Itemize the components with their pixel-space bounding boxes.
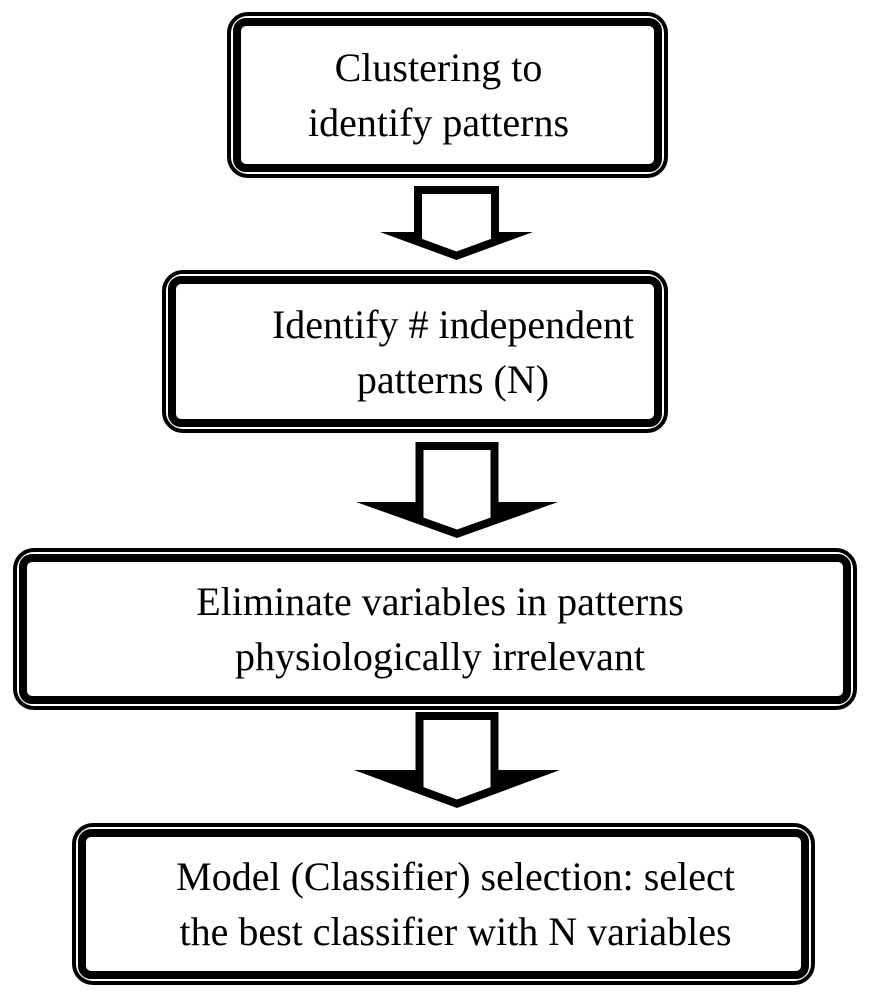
step-label-line: Eliminate variables in patterns (196, 579, 684, 624)
down-arrow-fill (423, 720, 491, 800)
step-label-line: Clustering to (334, 45, 543, 90)
step-label-line: patterns (N) (356, 356, 550, 402)
down-arrow-icon (356, 442, 558, 538)
flow-step-model-selection-label: Model (Classifier) selection: select the… (176, 849, 735, 959)
flow-step-clustering-label: Clustering to identify patterns (308, 40, 569, 150)
down-arrow-fill (422, 194, 491, 252)
down-arrow-icon (380, 186, 533, 260)
flow-step-eliminate-variables: Eliminate variables in patterns physiolo… (13, 548, 857, 710)
flow-step-eliminate-variables-label: Eliminate variables in patterns physiolo… (196, 574, 684, 684)
flow-step-model-selection: Model (Classifier) selection: select the… (72, 823, 815, 985)
flow-step-model-selection-border: Model (Classifier) selection: select the… (78, 829, 809, 979)
flow-step-clustering: Clustering to identify patterns (227, 12, 668, 178)
flow-step-eliminate-variables-border: Eliminate variables in patterns physiolo… (19, 554, 851, 704)
down-arrow-icon (354, 712, 560, 808)
flow-step-clustering-border: Clustering to identify patterns (233, 18, 662, 172)
flow-step-identify-patterns: Identify # independent patterns (N) (162, 270, 668, 433)
step-label-line: the best classifier with N variables (179, 909, 732, 954)
flow-step-identify-patterns-border: Identify # independent patterns (N) (168, 276, 662, 427)
step-label-line: physiologically irrelevant (235, 634, 645, 679)
down-arrow-fill (423, 450, 491, 530)
step-label-line: Identify # independent (271, 301, 635, 347)
flow-step-identify-patterns-label: Identify # independent patterns (N) (272, 297, 634, 407)
step-label-line: identify patterns (307, 100, 570, 145)
step-label-line: Model (Classifier) selection: select (176, 854, 735, 899)
